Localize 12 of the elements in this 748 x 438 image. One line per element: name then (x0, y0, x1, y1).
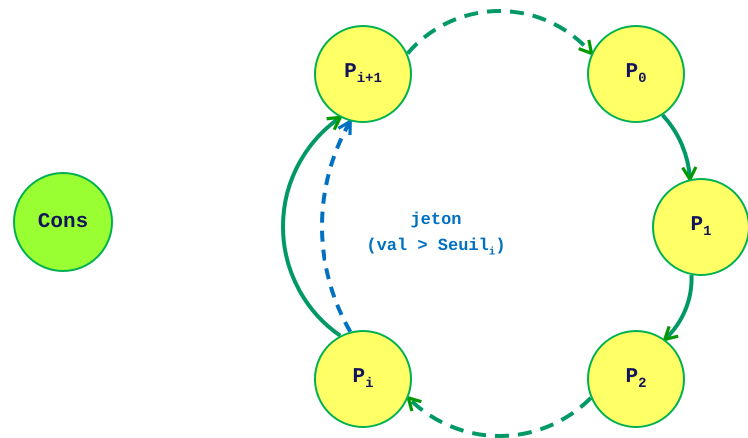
node-label: Cons (38, 210, 88, 234)
arrow (406, 396, 592, 438)
arrow (320, 120, 352, 333)
arrow (663, 275, 694, 341)
arrow (281, 116, 342, 338)
node-label: P$_{i}$ (352, 366, 374, 392)
node-label: P$_{1}$ (690, 214, 712, 240)
arrow (406, 9, 594, 55)
node-label: P$_{2}$ (625, 366, 646, 392)
node-label: P$_{0}$ (625, 60, 646, 88)
node-label: P$_{i+1}$ (344, 60, 382, 88)
arrow (661, 114, 697, 181)
